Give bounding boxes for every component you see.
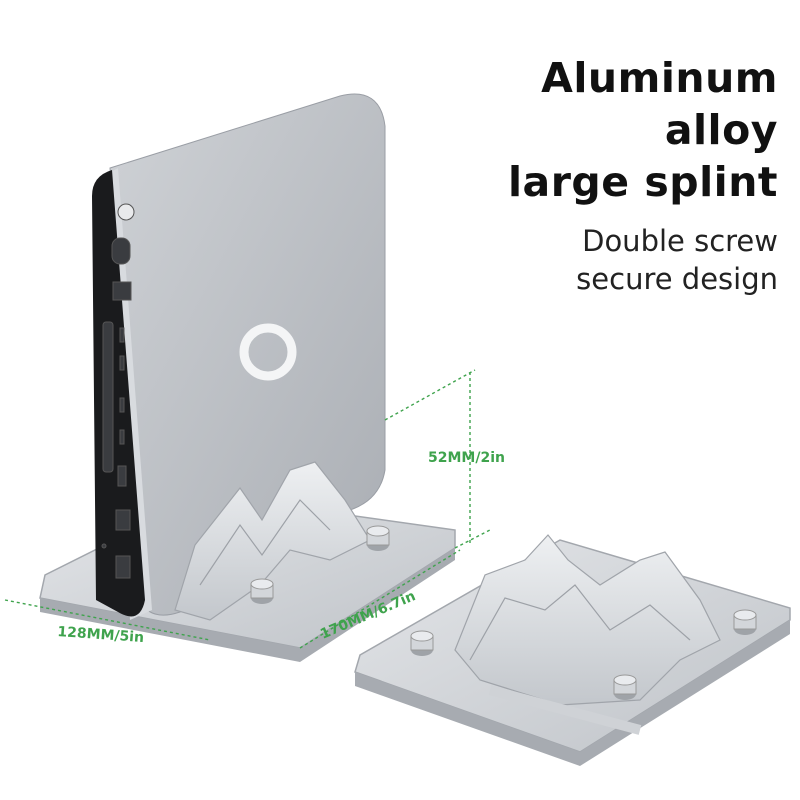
headline-line-2: alloy	[664, 106, 778, 154]
subheadline: Double screw secure design	[576, 222, 778, 298]
headline-line-1: Aluminum	[541, 54, 778, 102]
right-stand	[354, 534, 791, 766]
subheadline-line-2: secure design	[576, 262, 778, 296]
headline: Aluminum alloy large splint	[508, 52, 778, 208]
headline-line-3: large splint	[507, 158, 778, 206]
height-dimension-label: 52MM/2in	[428, 450, 505, 466]
port-icons	[101, 203, 135, 579]
left-stand-screws	[250, 525, 390, 604]
dimension-lines	[4, 369, 491, 649]
right-stand-screws	[410, 609, 757, 700]
logo-ring	[239, 323, 297, 381]
subheadline-line-1: Double screw	[582, 224, 778, 258]
device-front-panel	[92, 170, 145, 617]
